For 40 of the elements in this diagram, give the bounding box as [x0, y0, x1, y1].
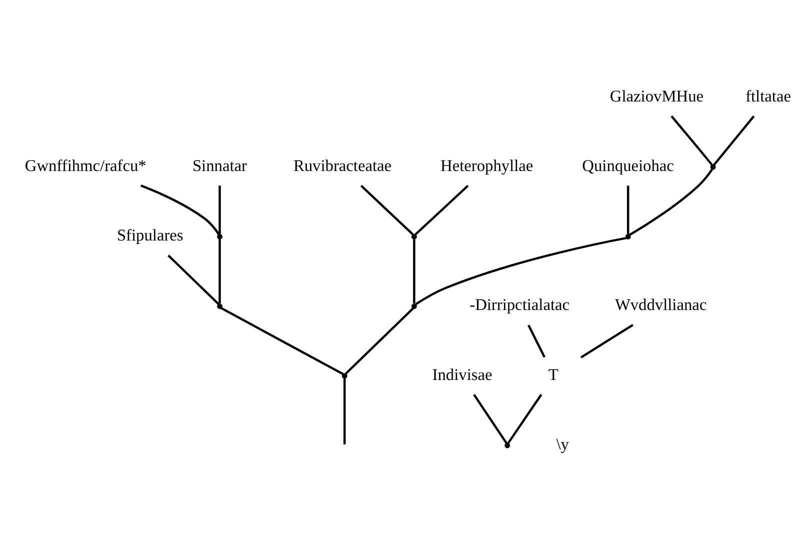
node-text: Sinnatar	[192, 156, 246, 175]
node-point	[710, 164, 716, 170]
connector	[218, 239, 220, 304]
node-text: -Dirripctialatac	[469, 295, 570, 314]
connector	[506, 394, 542, 444]
connector	[626, 186, 629, 234]
connector	[414, 236, 626, 306]
connector	[628, 168, 712, 236]
node-point	[624, 234, 630, 240]
node-text: Wvddvllianac	[614, 295, 706, 314]
node-text: Gwnffihmc/rafcu*	[24, 156, 146, 175]
connector	[580, 324, 633, 358]
connector	[220, 307, 344, 376]
node-text: Sfipulares	[116, 226, 183, 245]
node-text: ftltatae	[745, 86, 790, 106]
connector	[342, 378, 346, 444]
connector	[412, 239, 415, 304]
node-point	[216, 304, 222, 310]
connector	[167, 254, 219, 305]
connector	[414, 184, 468, 236]
connector	[472, 394, 507, 444]
node-point	[410, 304, 416, 310]
node-text: T	[548, 364, 558, 384]
connector	[218, 186, 220, 234]
label: \y	[556, 434, 568, 454]
node-text: Indivisae	[432, 364, 492, 384]
connector	[712, 115, 754, 166]
connector	[344, 308, 414, 374]
connector	[360, 184, 414, 236]
connector	[527, 324, 545, 358]
node-point	[504, 442, 510, 448]
node-text: Quinqueiohac	[582, 156, 674, 175]
connector	[140, 184, 220, 236]
node-point	[216, 234, 222, 240]
node-text: Heterophyllae	[440, 156, 533, 175]
node-point	[341, 373, 347, 379]
node-point	[410, 234, 416, 240]
node-text: GlaziovMHue	[609, 86, 704, 106]
connector	[670, 115, 712, 166]
node-text: Ruvibracteatae	[292, 156, 392, 175]
